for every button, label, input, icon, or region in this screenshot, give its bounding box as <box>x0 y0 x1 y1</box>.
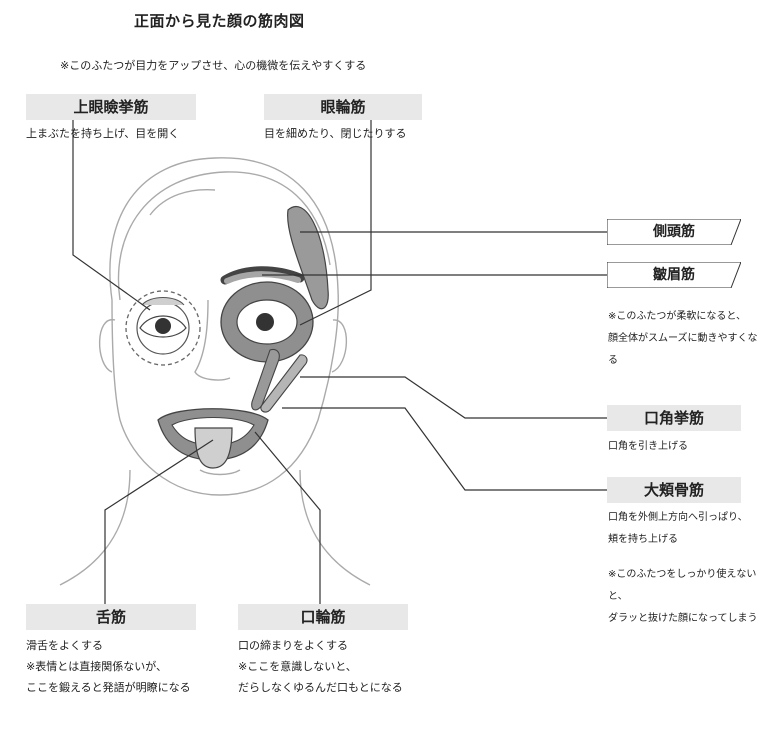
leader-tongue <box>104 439 214 610</box>
leader-orbicularis-oculi <box>299 120 372 326</box>
label-orbicularis-oculi: 眼輪筋 <box>264 94 422 120</box>
label-zygomaticus: 大頬骨筋 <box>607 477 741 503</box>
zygomaticus-note: ※このふたつをしっかり使えないと、 ダラッと抜けた顔になってしまう <box>608 569 758 624</box>
label-bg <box>607 219 741 245</box>
label-tongue: 舌筋 <box>26 604 196 630</box>
neck-left <box>59 469 131 586</box>
hair-line <box>117 171 331 301</box>
label-corrugator: 皺眉筋 <box>607 262 741 288</box>
head-outline <box>109 157 339 496</box>
top-note: ※このふたつが目力をアップさせ、心の機微を伝えやすくする <box>60 59 367 72</box>
right-ear <box>331 319 348 373</box>
label-orbicularis-oris: 口輪筋 <box>238 604 408 630</box>
neck-right <box>299 469 371 586</box>
leader-zygomaticus <box>282 407 607 491</box>
leader-orbicularis-oris <box>254 431 321 610</box>
label-upper-eyelid: 上眼瞼挙筋 <box>26 94 196 120</box>
left-eye-area <box>125 290 201 366</box>
leader-upper-eyelid <box>72 120 151 311</box>
label-levator-anguli: 口角挙筋 <box>607 405 741 431</box>
right-eye-area <box>220 266 314 363</box>
leader-levator <box>300 376 607 419</box>
label-temporalis: 側頭筋 <box>607 219 741 245</box>
desc-upper-eyelid: 上まぶたを持ち上げ、目を開く <box>26 127 180 140</box>
right-note: ※このふたつが柔軟になると、 顔全体がスムーズに動きやすくなる <box>608 311 758 366</box>
page-title: 正面から見た顔の筋肉図 <box>134 12 305 30</box>
nose <box>194 299 231 381</box>
desc-orbicularis-oculi: 目を細めたり、閉じたりする <box>264 127 407 140</box>
desc-zygomaticus: 口角を外側上方向へ引っぱり、 頬を持ち上げる <box>608 512 748 545</box>
left-ear <box>98 319 116 373</box>
desc-orbicularis-oris: 口の締まりをよくする ※ここを意識しないと、 だらしなくゆるんだ口もとになる <box>238 639 403 694</box>
mouth-area <box>157 408 269 469</box>
desc-levator-anguli: 口角を引き上げる <box>608 441 688 452</box>
label-bg <box>607 262 741 288</box>
tongue <box>194 427 233 469</box>
desc-tongue: 滑舌をよくする ※表情とは直接関係ないが、 ここを鍛えると発語が明瞭になる <box>26 639 191 694</box>
levator-anguli-muscle <box>260 354 308 413</box>
temporalis-muscle <box>287 205 329 310</box>
